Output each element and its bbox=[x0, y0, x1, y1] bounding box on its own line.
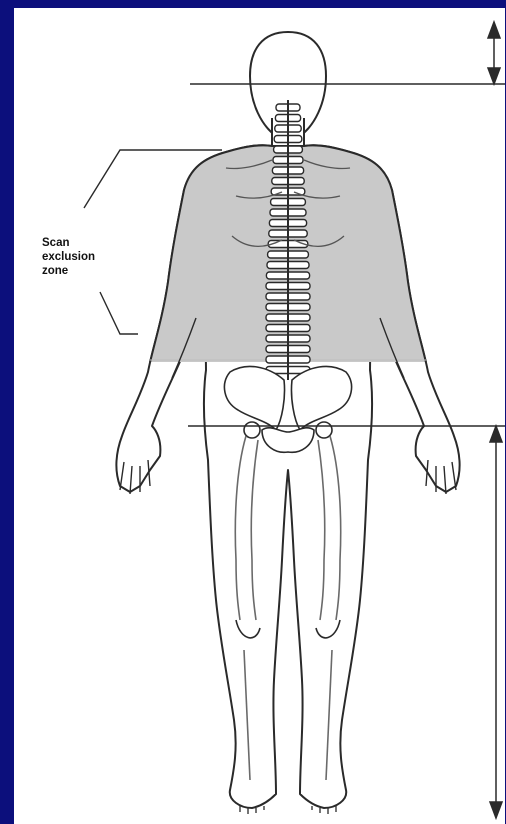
label-line-2: exclusion bbox=[42, 250, 122, 264]
label-line-3: zone bbox=[42, 264, 122, 278]
hip-joint-right bbox=[316, 422, 332, 438]
double-arrow-icon bbox=[488, 22, 500, 84]
scan-exclusion-zone-label: Scan exclusion zone bbox=[42, 236, 122, 278]
label-line-1: Scan bbox=[42, 236, 122, 250]
double-arrow-icon bbox=[490, 426, 502, 818]
hip-joint-left bbox=[244, 422, 260, 438]
